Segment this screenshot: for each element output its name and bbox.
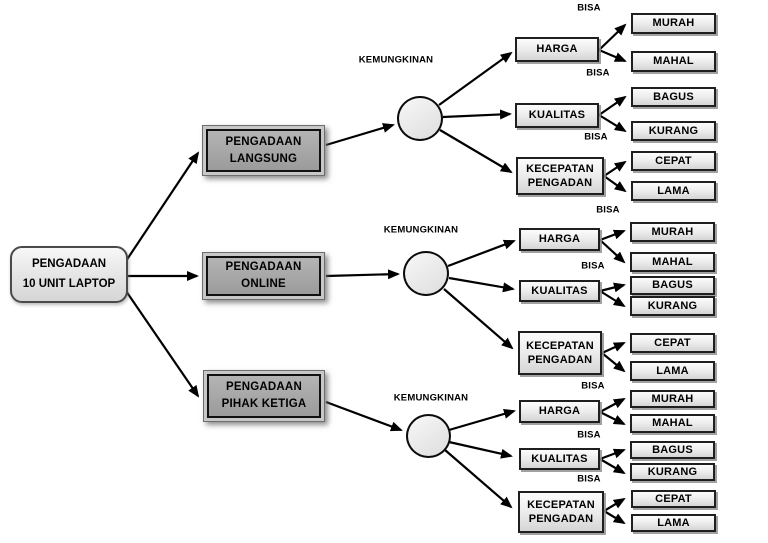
option-langsung-line1: PENGADAAN (225, 135, 302, 148)
arrow-kecepatan1-cepat (603, 160, 627, 177)
category-box-harga-3: HARGA (519, 400, 600, 423)
bisa-label-8: BISA (577, 473, 601, 485)
arrow-kecepatan3-cepat (603, 497, 626, 512)
leaf-box-bagus-1: BAGUS (631, 87, 716, 107)
option-langsung-line2: LANGSUNG (229, 152, 298, 165)
category-box-kualitas-1: KUALITAS (515, 103, 599, 128)
leaf-box-lama-1: LAMA (631, 181, 716, 201)
arrow-kualitas3-bagus (599, 448, 626, 461)
option-pihak-ketiga-line2: PIHAK KETIGA (221, 398, 307, 410)
arrow-chance1-kualitas (442, 109, 512, 120)
category-box-harga-2: HARGA (519, 228, 600, 251)
bisa-label-6: BISA (581, 380, 605, 392)
arrow-kualitas1-kurang (598, 114, 627, 133)
chance-label-2: KEMUNGKINAN (383, 224, 459, 236)
arrow-harga1-mahal (598, 48, 627, 63)
option-online-line1: PENGADAAN (225, 261, 302, 274)
option-box-langsung-inner: PENGADAAN LANGSUNG (206, 129, 321, 172)
arrow-chance2-kualitas (448, 276, 515, 293)
arrow-root-langsung (125, 151, 200, 262)
leaf-box-murah-3: MURAH (630, 390, 715, 408)
arrow-harga3-mahal (599, 411, 626, 425)
kecepatan2-line2: PENGADAN (527, 354, 593, 366)
option-box-langsung: PENGADAAN LANGSUNG (202, 125, 325, 176)
option-box-pihak-ketiga-inner: PENGADAAN PIHAK KETIGA (207, 374, 321, 418)
bisa-label-3: BISA (584, 131, 608, 143)
category-box-kecepatan-3: KECEPATAN PENGADAN (518, 491, 604, 533)
kecepatan2-line1: KECEPATAN (526, 339, 594, 352)
arrow-langsung-chance (325, 123, 395, 147)
arrow-chance3-kualitas (448, 440, 513, 459)
category-box-kecepatan-1: KECEPATAN PENGADAN (516, 157, 604, 195)
leaf-box-kurang-1: KURANG (631, 121, 716, 141)
option-box-online-inner: PENGADAAN ONLINE (206, 256, 321, 296)
category-box-harga-1: HARGA (515, 37, 599, 62)
arrow-chance2-kecepatan (443, 288, 514, 350)
arrow-chance1-kecepatan (439, 129, 513, 174)
leaf-box-kurang-3: KURANG (630, 463, 715, 481)
chance-label-1: KEMUNGKINAN (358, 54, 434, 66)
arrow-harga2-murah (599, 229, 626, 242)
chance-node-2 (403, 251, 449, 296)
arrow-harga1-murah (598, 23, 627, 51)
leaf-box-cepat-3: CEPAT (631, 490, 716, 508)
root-label-line1: PENGADAAN (31, 257, 107, 270)
bisa-label-4: BISA (596, 204, 620, 216)
chance-node-3 (406, 414, 451, 458)
leaf-box-mahal-2: MAHAL (630, 252, 715, 272)
arrow-chance2-harga (447, 239, 516, 268)
kecepatan3-line1: KECEPATAN (527, 498, 595, 511)
arrow-online-chance (325, 269, 400, 280)
arrow-root-pihak-ketiga (125, 290, 200, 398)
category-box-kualitas-2: KUALITAS (519, 280, 600, 302)
category-box-kecepatan-2: KECEPATAN PENGADAN (518, 331, 602, 375)
arrow-kecepatan2-cepat (601, 341, 626, 355)
bisa-label-7: BISA (577, 429, 601, 441)
bisa-label-5: BISA (581, 260, 605, 272)
bisa-label-2: BISA (586, 67, 610, 79)
arrow-chance1-harga (438, 51, 513, 106)
leaf-box-murah-2: MURAH (630, 222, 715, 242)
arrow-kecepatan3-lama (603, 510, 626, 525)
kecepatan1-line2: PENGADAN (527, 177, 593, 189)
leaf-box-mahal-1: MAHAL (631, 51, 716, 72)
option-box-online: PENGADAAN ONLINE (202, 252, 325, 300)
kecepatan1-line1: KECEPATAN (526, 162, 594, 175)
leaf-box-cepat-2: CEPAT (630, 333, 715, 353)
chance-node-1 (397, 96, 443, 141)
bisa-label-1: BISA (577, 2, 601, 14)
arrow-kualitas2-bagus (599, 282, 626, 293)
arrow-kecepatan2-lama (601, 352, 626, 373)
category-box-kualitas-3: KUALITAS (519, 448, 600, 470)
root-node: PENGADAAN 10 UNIT LAPTOP (10, 246, 128, 303)
leaf-box-mahal-3: MAHAL (630, 414, 715, 433)
leaf-box-bagus-3: BAGUS (630, 441, 715, 459)
leaf-box-murah-1: MURAH (631, 13, 716, 34)
arrow-chance3-harga (448, 409, 516, 432)
arrow-kecepatan1-lama (603, 175, 627, 193)
leaf-box-kurang-2: KURANG (630, 296, 715, 316)
arrow-harga2-mahal (599, 239, 626, 264)
arrow-pihak-ketiga-chance (325, 400, 403, 432)
leaf-box-cepat-1: CEPAT (631, 151, 716, 171)
kecepatan3-line2: PENGADAN (528, 513, 594, 525)
option-box-pihak-ketiga: PENGADAAN PIHAK KETIGA (203, 370, 325, 422)
root-label-line2: 10 UNIT LAPTOP (22, 278, 116, 290)
leaf-box-lama-2: LAMA (630, 361, 715, 381)
option-pihak-ketiga-line1: PENGADAAN (226, 381, 302, 394)
leaf-box-lama-3: LAMA (631, 514, 716, 532)
arrow-harga3-murah (599, 398, 626, 413)
leaf-box-bagus-2: BAGUS (630, 276, 715, 295)
arrow-kualitas3-kurang (599, 458, 626, 475)
arrow-kualitas2-kurang (599, 290, 626, 308)
option-online-line2: ONLINE (241, 278, 286, 290)
arrow-kualitas1-bagus (598, 95, 627, 116)
chance-label-3: KEMUNGKINAN (393, 392, 469, 404)
arrow-chance3-kecepatan (444, 449, 513, 509)
